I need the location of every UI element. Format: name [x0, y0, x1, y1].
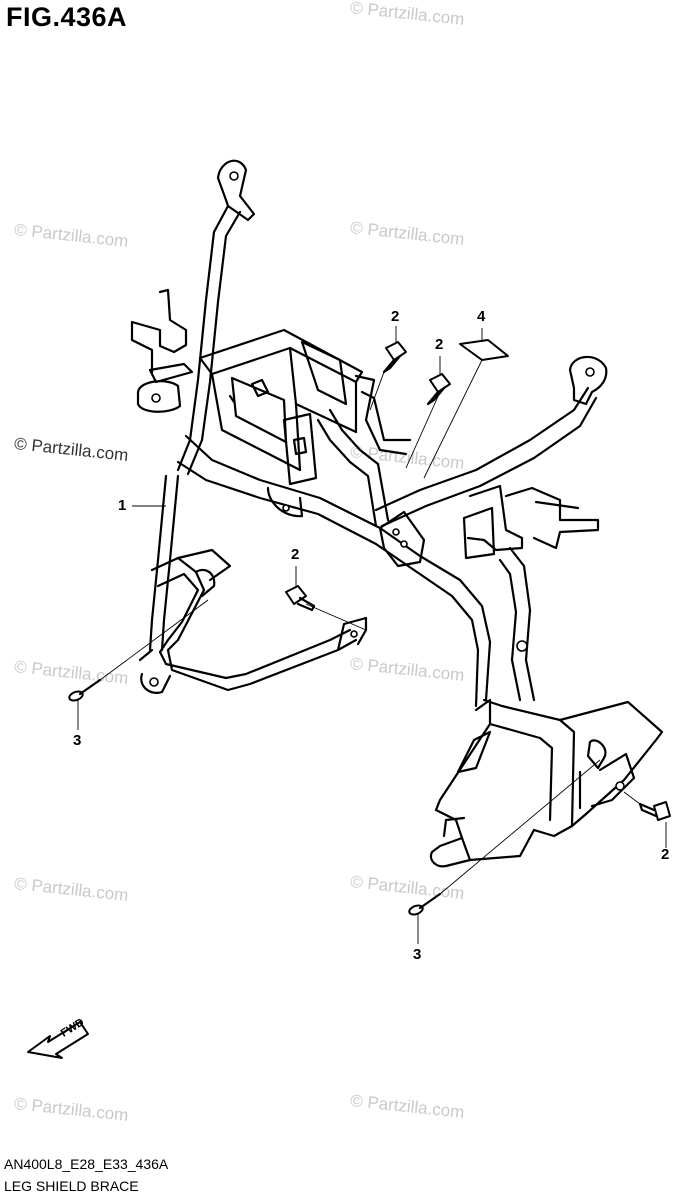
screw-icon — [408, 892, 442, 916]
callout-2: 2 — [661, 846, 670, 863]
bolt-icon — [638, 801, 671, 821]
figure-code: AN400L8_E28_E33_436A — [4, 1156, 169, 1172]
bolt-icon — [382, 341, 407, 374]
bolt-icon — [285, 585, 316, 612]
callout-1: 1 — [118, 497, 127, 514]
callout-3: 3 — [413, 946, 422, 963]
callout-2: 2 — [391, 308, 400, 325]
bolt-icon — [426, 373, 451, 406]
screw-icon — [68, 678, 102, 702]
figure-title: FIG.436A — [6, 2, 128, 32]
leg-shield-brace-part — [130, 159, 664, 868]
callout-2: 2 — [291, 546, 300, 563]
callout-2: 2 — [435, 336, 444, 353]
fwd-arrow-icon — [27, 1021, 89, 1059]
leader-lines — [77, 326, 667, 944]
figure-name: LEG SHIELD BRACE — [4, 1178, 139, 1194]
bolt-part — [285, 341, 671, 821]
screw-part — [68, 678, 442, 916]
callout-4: 4 — [477, 308, 486, 325]
callout-3: 3 — [73, 732, 82, 749]
plate-part — [459, 339, 509, 361]
